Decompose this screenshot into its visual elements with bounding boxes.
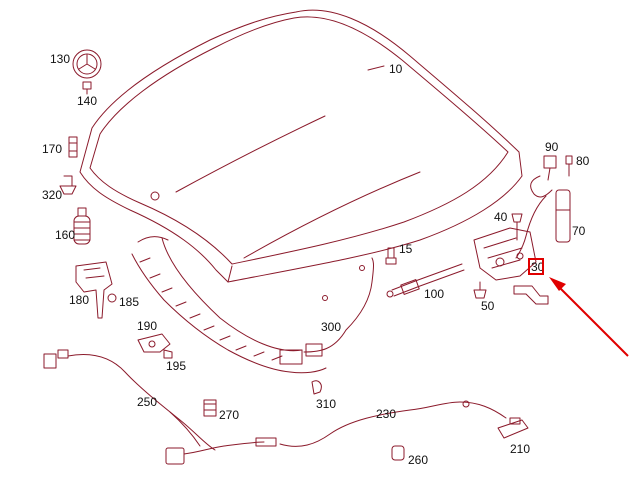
part-label-90: 90	[545, 140, 559, 154]
part-label-195: 195	[166, 359, 187, 373]
part-label-80: 80	[576, 154, 590, 168]
part-label-170: 170	[42, 142, 63, 156]
emblem-part	[72, 49, 102, 95]
clip-part-260	[391, 445, 405, 461]
bolt-part-50	[473, 281, 487, 299]
bump-stop-part-160	[73, 207, 91, 245]
part-label-185: 185	[119, 295, 140, 309]
pin-part-15	[385, 247, 397, 265]
part-label-10: 10	[389, 62, 403, 76]
clip-part-170	[68, 136, 78, 158]
handle-part-210	[497, 417, 529, 439]
part-label-250: 250	[137, 395, 158, 409]
release-cable-250	[43, 349, 277, 465]
bracket-part-180	[75, 261, 117, 319]
part-label-270: 270	[219, 408, 240, 422]
part-label-190: 190	[137, 319, 158, 333]
part-label-310: 310	[316, 397, 337, 411]
bracket-part-30	[513, 285, 549, 305]
part-label-15: 15	[399, 242, 413, 256]
release-cable-230	[279, 400, 507, 447]
lever-part-190	[137, 333, 173, 359]
part-label-260: 260	[408, 453, 429, 467]
grommet-part-320	[59, 175, 77, 195]
part-label-210: 210	[510, 442, 531, 456]
sensor-parts-70-80-90	[515, 155, 573, 259]
part-label-320: 320	[42, 188, 63, 202]
part-label-30: 30	[531, 260, 545, 274]
part-label-40: 40	[494, 210, 508, 224]
part-label-140: 140	[77, 94, 98, 108]
part-label-160: 160	[55, 228, 76, 242]
part-label-100: 100	[424, 287, 445, 301]
highlight-box-part-30	[528, 258, 544, 275]
part-label-70: 70	[572, 224, 586, 238]
part-label-50: 50	[481, 299, 495, 313]
part-label-180: 180	[69, 293, 90, 307]
part-label-300: 300	[321, 320, 342, 334]
bolt-part-40	[511, 213, 523, 241]
lock-assembly	[473, 227, 537, 281]
part-label-230: 230	[376, 407, 397, 421]
connector-part-270	[203, 399, 217, 417]
hood-seal	[131, 236, 374, 374]
gas-strut-part-100	[386, 263, 465, 298]
clip-part-310	[311, 380, 322, 395]
hood-panel	[79, 9, 523, 301]
part-label-130: 130	[50, 52, 71, 66]
